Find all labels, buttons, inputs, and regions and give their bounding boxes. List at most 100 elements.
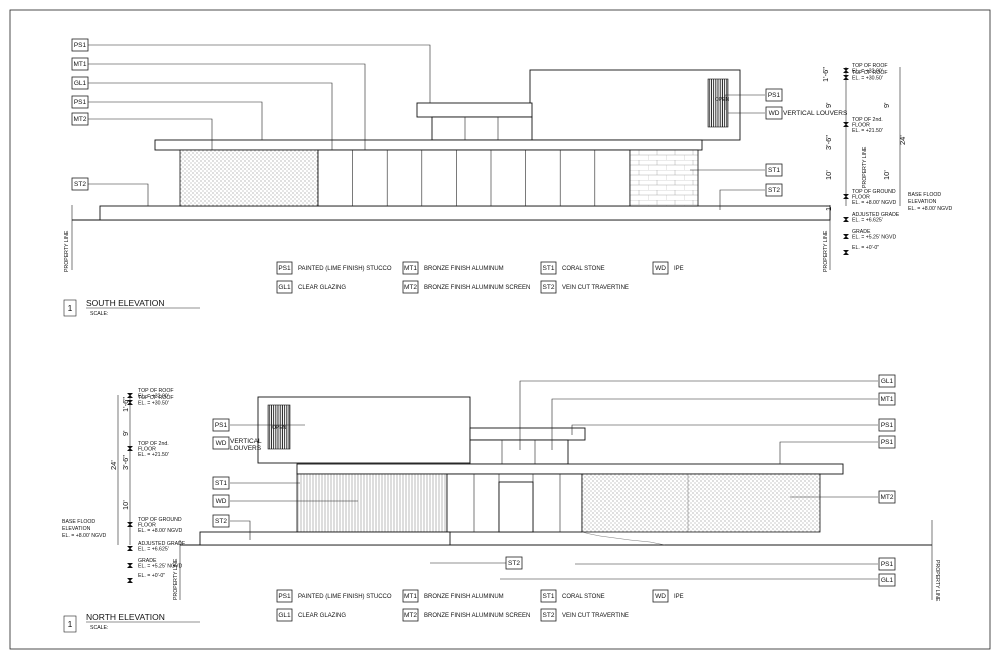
- material-tag-mt2: MT2: [71, 112, 89, 126]
- level-marker-icon: [127, 448, 133, 451]
- level-label: EL. = +21.50': [138, 452, 169, 458]
- level-label: FLOOR: [138, 523, 156, 529]
- material-tag-label: GL1: [74, 80, 87, 87]
- legend-text: VEIN CUT TRAVERTINE: [562, 613, 629, 619]
- level-marker-icon: [843, 219, 849, 222]
- level-label: EL. = +6.625': [852, 218, 883, 224]
- material-tag-label: ST1: [215, 480, 227, 487]
- north-vertical-louvers-label: VERTICAL: [230, 438, 262, 445]
- level-marker-icon: [843, 234, 849, 237]
- level-marker-icon: [127, 402, 133, 405]
- level-label: EL. = +30.50': [138, 401, 169, 407]
- level-label: EL. = +5.25' NGVD: [138, 564, 182, 570]
- material-tag-mt2: MT2: [878, 490, 896, 504]
- level-marker-icon: [127, 400, 133, 403]
- level-marker-icon: [127, 446, 133, 449]
- material-tag-gl1: GL1: [878, 374, 896, 388]
- material-tag-st2: ST2: [765, 183, 783, 197]
- level-label: TOP OF ROOF: [852, 70, 888, 76]
- legend-code: MT2: [404, 612, 417, 619]
- legend-tag: MT1: [402, 261, 419, 275]
- level-label: TOP OF 2nd.: [852, 117, 883, 123]
- material-tag-label: GL1: [881, 577, 894, 584]
- north-bfe-1: BASE FLOOD: [62, 519, 95, 525]
- material-tag-ps1: PS1: [71, 38, 89, 52]
- south-dim-10b: 10': [882, 170, 891, 180]
- north-open-label: OPEN: [272, 425, 287, 431]
- level-marker-icon: [843, 217, 849, 220]
- legend-text: CLEAR GLAZING: [298, 613, 346, 619]
- material-tag-label: GL1: [881, 378, 894, 385]
- level-label: TOP OF 2nd.: [138, 441, 169, 447]
- level-label: EL. = +0'-0": [138, 573, 165, 579]
- north-dim-4: 10': [121, 500, 130, 510]
- north-dim-24: 24': [109, 460, 118, 470]
- level-label: FLOOR: [852, 195, 870, 201]
- south-bfe-3: EL. = +8.00' NGVD: [908, 206, 952, 212]
- material-tag-label: ST2: [74, 181, 86, 188]
- material-tag-label: WD: [769, 110, 780, 117]
- material-tag-label: WD: [216, 440, 227, 447]
- legend-code: ST2: [543, 612, 555, 619]
- south-dim-3: 3'-6": [824, 135, 833, 150]
- material-tag-gl1: GL1: [878, 573, 896, 587]
- north-screen-wall: [581, 473, 821, 533]
- legend-text: BRONZE FINISH ALUMINUM SCREEN: [424, 285, 530, 291]
- legend-code: PS1: [278, 593, 291, 600]
- level-marker-icon: [127, 522, 133, 525]
- legend-tag: MT1: [402, 589, 419, 603]
- material-tag-ps1: PS1: [212, 418, 230, 432]
- north-dim-2: 9': [121, 430, 130, 436]
- south-dim-2: 9': [824, 102, 833, 108]
- legend-tag: MT2: [402, 280, 419, 294]
- legend-tag: WD: [652, 261, 669, 275]
- north-elevation: PROPERTY LINE PROPERTY LINE OPEN TOP OF …: [62, 380, 940, 633]
- legend-text: IPE: [674, 594, 684, 600]
- material-tag-label: PS1: [215, 422, 228, 429]
- material-tag-label: ST2: [215, 518, 227, 525]
- material-tag-st2: ST2: [505, 556, 523, 570]
- material-tag-ps1: PS1: [878, 418, 896, 432]
- legend-code: ST1: [543, 265, 555, 272]
- level-marker-icon: [127, 578, 133, 581]
- south-dim-1: 1'-6": [821, 67, 830, 82]
- level-label: TOP OF GROUND: [138, 517, 182, 523]
- material-tag-label: ST2: [508, 560, 520, 567]
- level-marker-icon: [843, 75, 849, 78]
- south-open-label: OPEN: [715, 97, 730, 103]
- level-label: TOP OF ROOF: [138, 388, 174, 394]
- material-tag-label: PS1: [74, 99, 87, 106]
- level-marker-icon: [843, 194, 849, 197]
- material-tag-label: PS1: [881, 422, 894, 429]
- material-tag-st2: ST2: [212, 514, 230, 528]
- material-tag-label: MT2: [881, 494, 894, 501]
- legend-tag: ST1: [540, 261, 557, 275]
- south-dim-9b: 9': [882, 102, 891, 108]
- north-scale: SCALE:: [90, 625, 108, 631]
- north-vertical-louvers-label-2: LOUVERS: [230, 445, 262, 452]
- level-marker-icon: [127, 548, 133, 551]
- material-tag-wd: WD: [765, 106, 783, 120]
- legend-code: PS1: [278, 265, 291, 272]
- legend-text: IPE: [674, 266, 684, 272]
- south-screen-wall: [179, 149, 319, 207]
- legend-text: CORAL STONE: [562, 266, 605, 272]
- legend-code: ST2: [543, 284, 555, 291]
- material-tag-ps1: PS1: [765, 88, 783, 102]
- level-label: ADJUSTED GRADE: [138, 541, 186, 547]
- level-marker-icon: [843, 196, 849, 199]
- sheet-border: [9, 9, 991, 650]
- north-title-number: 1: [68, 619, 73, 629]
- south-elevation: PROPERTY LINE PROPERTY LINE OPEN TOP OF …: [63, 44, 952, 317]
- level-label: EL. = +0'-0": [852, 245, 879, 251]
- south-dim-4: 10': [824, 170, 833, 180]
- material-tag-label: PS1: [881, 439, 894, 446]
- material-tag-label: ST1: [768, 167, 780, 174]
- level-label: EL. = +30.50': [852, 76, 883, 82]
- legend-text: CLEAR GLAZING: [298, 285, 346, 291]
- legend-text: BRONZE FINISH ALUMINUM SCREEN: [424, 613, 530, 619]
- south-bfe-2: ELEVATION: [908, 199, 937, 205]
